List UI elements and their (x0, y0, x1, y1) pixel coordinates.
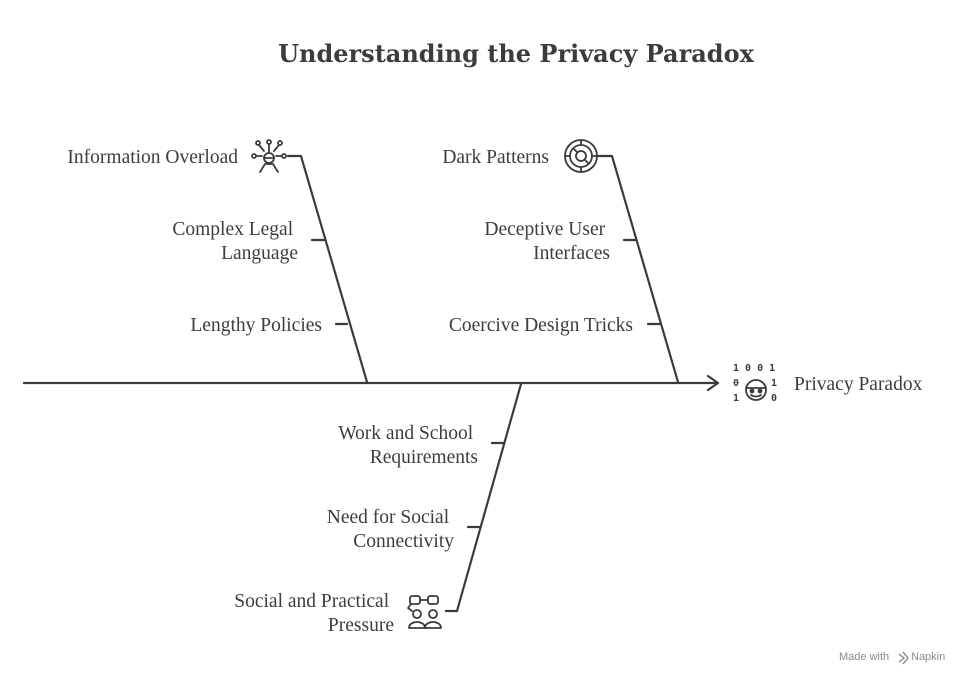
cause-label: Complex Legal Language (172, 219, 298, 264)
binary-face-icon: 1 0 0 1 0 1 1 0 (733, 363, 777, 404)
cause-label: Coercive Design Tricks (449, 315, 633, 336)
branch-dark-patterns: Dark Patterns Deceptive User Interfaces … (442, 139, 680, 384)
outcome-label: Privacy Paradox (794, 374, 923, 395)
diagram-title: Understanding the Privacy Paradox (278, 39, 754, 68)
people-chat-icon (407, 595, 442, 629)
cause-label: Lengthy Policies (190, 315, 322, 336)
watermark-brand: Napkin (911, 651, 945, 663)
cause-label: Deceptive User Interfaces (484, 219, 610, 264)
cause-label: Work and School Requirements (338, 423, 478, 468)
outcome-privacy-paradox: 1 0 0 1 0 1 1 0 Privacy Paradox (733, 363, 923, 404)
spine-line (22, 381, 718, 385)
svg-text:0: 0 (771, 393, 777, 404)
svg-text:0: 0 (733, 378, 739, 389)
branch-label: Dark Patterns (442, 147, 549, 168)
bone-line (596, 154, 680, 384)
napkin-logo-icon (898, 651, 909, 665)
person-network-icon (251, 139, 287, 173)
bone-line (444, 382, 523, 613)
branch-label: Information Overload (67, 147, 238, 168)
svg-text:1: 1 (733, 393, 739, 404)
cause-label: Need for Social Connectivity (327, 507, 454, 552)
branch-information-overload: Information Overload Complex Legal Langu… (67, 139, 369, 384)
spine (22, 374, 720, 392)
bone-line (286, 154, 369, 384)
branch-social-practical-pressure: Work and School Requirements Need for So… (234, 382, 523, 636)
target-maze-icon (564, 139, 598, 173)
watermark-text: Made with (839, 651, 889, 663)
spine-arrowhead (706, 374, 720, 392)
svg-text:1: 1 (771, 378, 777, 389)
svg-text:1 0 0 1: 1 0 0 1 (733, 363, 775, 374)
napkin-watermark: Made with Napkin (839, 651, 945, 665)
branch-label: Social and Practical Pressure (234, 591, 394, 636)
